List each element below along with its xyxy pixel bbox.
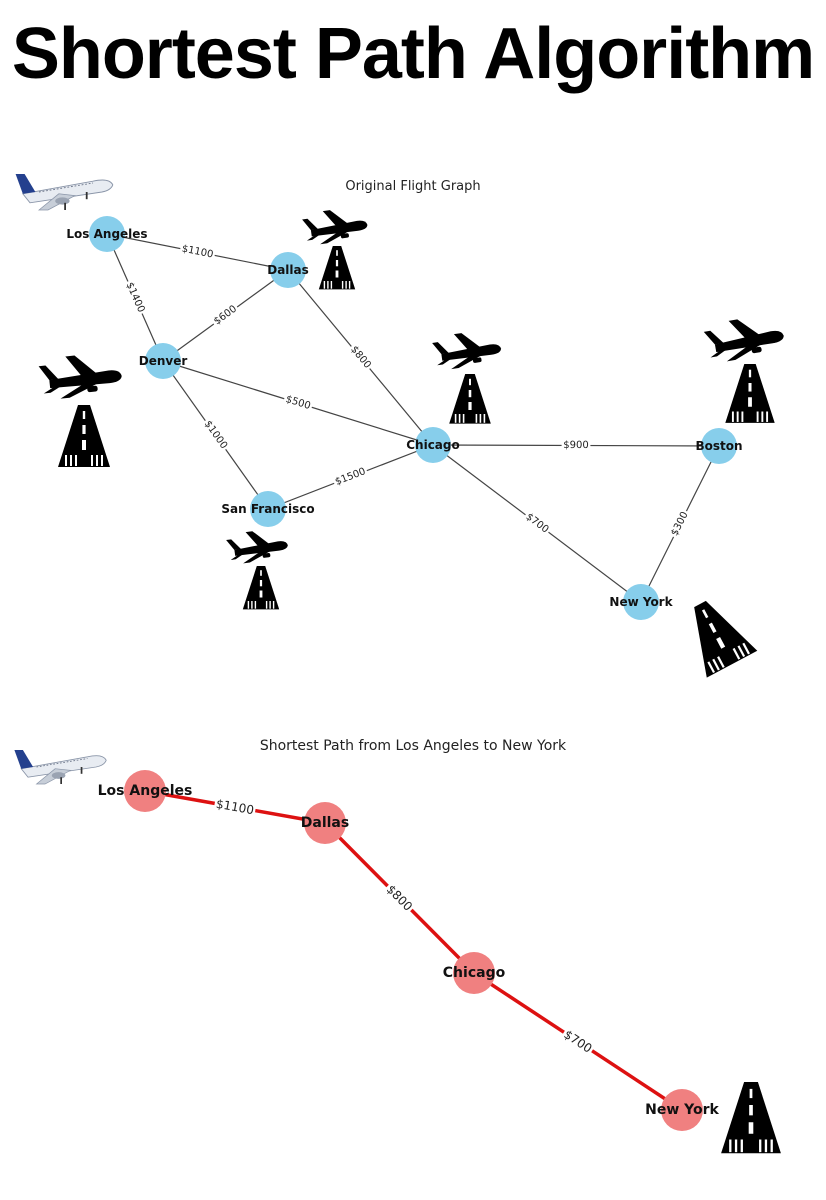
edge-label-bg [561,438,591,453]
runway-icon [318,246,356,290]
node-label: San Francisco [221,502,314,516]
edge-label-san-francisco-chicago: $1500 [331,464,370,490]
airplane-silhouette-icon [301,205,370,247]
edge-label-denver-chicago: $500 [282,392,314,414]
node-label: Dallas [301,815,349,831]
node-circle [304,802,346,844]
runway-icon [725,364,775,423]
edge-label-bg [121,278,149,317]
node-circle [701,428,737,464]
page-title: Shortest Path Algorithm [11,14,815,94]
node-dallas: Dallas [267,252,309,288]
airplane-silhouette-icon [431,327,503,372]
airplane-silhouette-icon [702,311,787,365]
edge-label-bg [199,416,232,454]
node-los-angeles: Los Angeles [66,216,148,252]
edge-label-los-angeles-denver: $1400 [121,278,149,317]
edge-label-chicago-new-york: $700 [521,509,553,538]
node-new-york: New York [609,584,674,620]
edge-label-denver-dallas: $600 [209,301,242,330]
node-san-francisco: San Francisco [221,491,315,527]
node-denver: Denver [139,343,188,379]
edge-label-bg [282,392,314,414]
runway-icon [721,1082,781,1154]
edge-cost-label: $1100 [215,797,255,817]
node-circle [145,343,181,379]
edge-label-chicago-new-york: $700 [559,1025,597,1058]
runway-icon [58,405,110,467]
edge-label-bg [209,301,242,330]
edge-label-bg [213,795,257,819]
node-circle [270,252,306,288]
node-label: New York [609,595,673,609]
edge-label-bg [381,880,418,916]
original-graph-edges: $1100 $1400 $600 $800 $500 $1000 $1500 $900 $700… [106,233,720,603]
airplane-silhouette-icon [225,526,290,566]
edge-label-bg [521,509,553,538]
node-circle [89,216,125,252]
edge-label-los-angeles-dallas: $1100 [213,795,257,819]
edge-label-bg [331,464,370,490]
node-chicago: Chicago [406,427,460,463]
edge-label-denver-san-francisco: $1000 [199,416,232,454]
edge-label-bg [178,241,217,263]
original-graph-subtitle: Original Flight Graph [345,179,480,194]
node-label: Boston [695,439,742,453]
edge-label-dallas-chicago: $800 [345,341,376,374]
node-circle [661,1089,703,1131]
shortest-path-icons [13,749,781,1154]
passenger-jet-icon [13,749,107,785]
edge-label-los-angeles-dallas: $1100 [178,241,217,263]
edge-label-boston-new-york: $300 [667,507,693,541]
runway-icon [242,566,280,610]
node-circle [415,427,451,463]
node-label: Chicago [443,965,506,981]
node-label: Los Angeles [66,227,147,241]
edge-cost-label: $900 [563,440,588,451]
node-circle [623,584,659,620]
node-los-angeles: Los Angeles [98,770,193,812]
node-dallas: Dallas [301,802,349,844]
node-circle [250,491,286,527]
node-label: Los Angeles [98,783,193,799]
passenger-jet-icon [15,173,114,211]
edge-label-bg [559,1025,597,1058]
node-new-york: New York [645,1089,720,1131]
runway-icon [674,590,758,678]
node-chicago: Chicago [443,952,506,994]
edge-label-bg [667,507,693,541]
node-circle [124,770,166,812]
shortest-path-subtitle: Shortest Path from Los Angeles to New Yo… [260,738,567,754]
edge-cost-label: $1400 [124,281,147,315]
node-label: Dallas [267,263,309,277]
node-circle [453,952,495,994]
shortest-path-edges: $1100$800$700 [144,789,683,1112]
node-label: Chicago [406,438,460,452]
node-label: New York [645,1102,719,1118]
node-label: Denver [139,354,188,368]
node-boston: Boston [695,428,743,464]
runway-icon [449,374,491,424]
edge-cost-label: $1500 [334,466,368,488]
edge-label-chicago-boston: $900 [561,438,591,453]
airplane-silhouette-icon [37,350,124,401]
edge-label-bg [345,341,376,374]
